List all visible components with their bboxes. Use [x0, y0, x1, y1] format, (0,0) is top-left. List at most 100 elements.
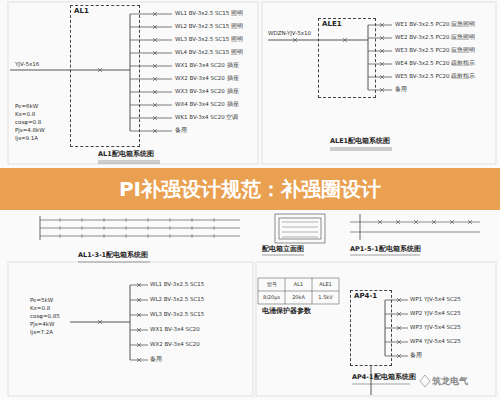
wire	[350, 232, 480, 233]
breaker-symbol	[396, 220, 400, 224]
breaker-symbol	[137, 313, 141, 317]
wire	[148, 234, 149, 238]
circuit-note: WL3 BV-3x2.5 SC15 照明	[175, 37, 243, 43]
circuit-note: WL2 BV-3x2.5 SC15	[150, 297, 204, 303]
box-label: AL1	[71, 6, 139, 17]
diagram-caption: 电涌保护器参数	[262, 308, 311, 315]
breaker-symbol	[468, 220, 472, 224]
breaker-symbol	[153, 51, 157, 55]
circuit-note: WE5 BV-3x2.5 PC20 疏散指示	[395, 74, 475, 80]
wire	[258, 278, 339, 279]
wire	[98, 163, 160, 164]
wire	[60, 234, 61, 238]
wire	[130, 105, 172, 106]
wire	[282, 227, 318, 228]
circuit-note: WL4 BV-3x2.5 SC15 照明	[175, 50, 243, 56]
wire	[282, 222, 318, 223]
wire	[214, 218, 215, 222]
breaker-symbol	[380, 88, 384, 92]
wire	[130, 118, 172, 119]
diagram-caption: 配电箱立面图	[262, 246, 304, 253]
outline	[256, 262, 496, 396]
wire	[60, 218, 61, 222]
circuit-note: Kx=0.8	[30, 306, 50, 312]
wire	[258, 291, 339, 292]
circuit-note: WE2 BV-3x2.5 PC20 应急照明	[395, 35, 475, 41]
wire	[60, 226, 61, 230]
wire	[130, 92, 172, 93]
circuit-note: WE4 BV-3x2.5 PC20 疏散指示	[395, 61, 475, 67]
breaker-symbol	[153, 12, 157, 16]
wire	[192, 234, 193, 238]
circuit-note: cosφ=0.8	[15, 120, 41, 126]
breaker-symbol	[153, 25, 157, 29]
wire	[282, 237, 318, 238]
wire	[350, 255, 420, 256]
wire	[368, 25, 369, 90]
breaker-symbol	[380, 75, 384, 79]
circuit-note: Ijs=7.2A	[30, 330, 53, 336]
wire	[385, 356, 408, 357]
wire	[126, 234, 127, 238]
breaker-symbol	[137, 328, 141, 332]
wire	[282, 232, 318, 233]
circuit-note: Pjs=4.8kW	[15, 128, 45, 134]
breaker-symbol	[397, 326, 401, 330]
breaker-symbol	[380, 62, 384, 66]
circuit-note: WX3 BV-3x4 SC20 插座	[175, 89, 239, 95]
wire	[214, 226, 215, 230]
table-cell: 8/20μs	[258, 295, 285, 300]
circuit-note: WX1 BV-3x4 SC20	[150, 327, 200, 333]
breaker-symbol	[153, 77, 157, 81]
diagram-caption: ALE1配电箱系统图	[330, 138, 390, 145]
wire	[130, 14, 131, 131]
table-cell: 20kA	[285, 295, 312, 300]
circuit-note: WX2 BV-3x4 SC20	[150, 342, 200, 348]
breaker-symbol	[137, 298, 141, 302]
breaker-symbol	[137, 358, 141, 362]
wire	[130, 285, 131, 360]
breaker-symbol	[378, 220, 382, 224]
wire	[385, 314, 408, 315]
wire	[258, 304, 339, 305]
wire	[130, 66, 172, 67]
breaker-symbol	[343, 38, 347, 42]
circuit-note: WX1 BV-3x4 SC20 插座	[175, 63, 239, 69]
wire	[40, 228, 240, 229]
wire	[82, 218, 83, 222]
circuit-note: WP2 YJV-5x4 SC25	[410, 311, 461, 317]
circuit-note: WP4 YJV-5x4 SC25	[410, 339, 461, 345]
circuit-note: YJV-5x16	[15, 62, 39, 68]
circuit-note: 备用	[410, 353, 422, 359]
wire	[368, 38, 392, 39]
breaker-symbol	[380, 23, 384, 27]
wire	[368, 64, 392, 65]
wire	[104, 226, 105, 230]
wire	[10, 70, 70, 71]
circuit-note: Pjs=4kW	[30, 322, 54, 328]
wire	[368, 25, 392, 26]
diagram-caption: AL1配电箱系统图	[98, 151, 154, 158]
table-cell: 1.5kV	[312, 295, 339, 300]
wire	[40, 216, 41, 240]
wire	[350, 222, 480, 223]
wire	[330, 150, 392, 151]
wire	[262, 255, 304, 256]
distribution-box: AP4-1	[350, 290, 392, 366]
circuit-note: WL3 BV-3x2.5 SC15	[150, 312, 204, 318]
circuit-note: WE1 BV-3x2.5 PC20 应急照明	[395, 22, 475, 28]
breaker-symbol	[397, 354, 401, 358]
circuit-note: WL2 BV-3x2.5 SC15 照明	[175, 24, 243, 30]
circuit-note: 备用	[395, 87, 407, 93]
wire	[98, 161, 160, 162]
diagram-caption: AP1-5-1配电箱系统图	[350, 246, 421, 253]
wire	[170, 218, 171, 222]
circuit-note: 备用	[150, 357, 162, 363]
wire	[170, 234, 171, 238]
wire	[192, 226, 193, 230]
breaker-symbol	[98, 68, 102, 72]
breaker-symbol	[98, 320, 102, 324]
breaker-symbol	[397, 312, 401, 316]
title-text: PI补强设计规范：补强圈设计	[119, 176, 381, 203]
